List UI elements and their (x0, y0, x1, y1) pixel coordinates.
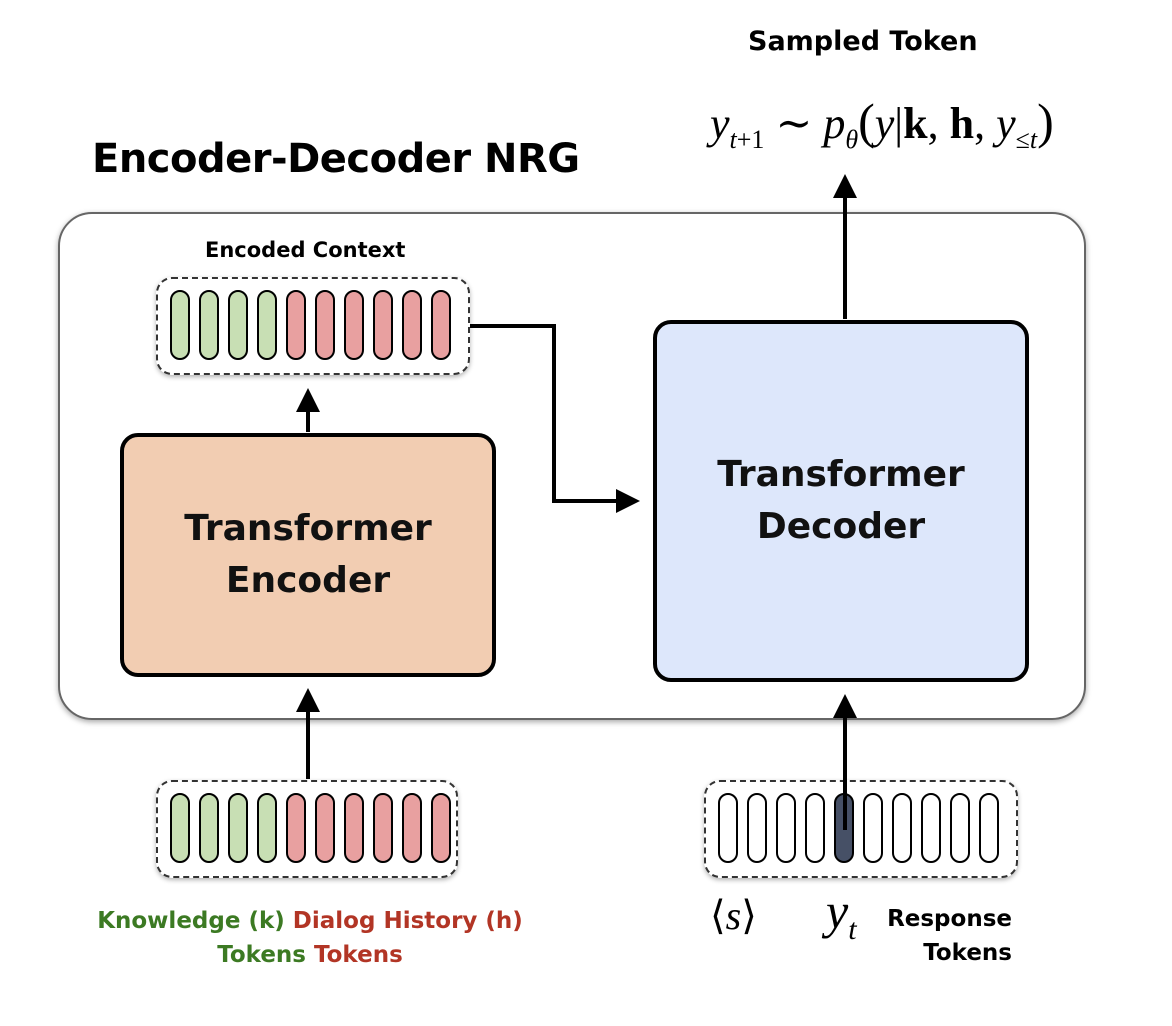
context-token-8 (402, 290, 422, 360)
input-token-6 (344, 793, 364, 863)
context-token-5 (315, 290, 335, 360)
input-tokens (156, 780, 458, 878)
knowledge-tokens-label: Tokens (217, 942, 306, 968)
input-token-3 (257, 793, 277, 863)
response-token-7 (921, 793, 941, 863)
transformer-decoder-label: Transformer Decoder (717, 454, 965, 547)
response-token-1 (747, 793, 767, 863)
encoded-context-tokens (156, 277, 470, 375)
response-token-6 (892, 793, 912, 863)
history-tokens-label: Tokens (314, 942, 403, 968)
input-token-7 (373, 793, 393, 863)
response-token-2 (776, 793, 796, 863)
knowledge-label: Knowledge (k) (97, 908, 285, 934)
transformer-decoder-block: Transformer Decoder (653, 320, 1029, 682)
context-token-6 (344, 290, 364, 360)
input-legend: Knowledge (k) Dialog History (h) Tokens … (80, 904, 540, 972)
history-label: Dialog History (h) (292, 908, 523, 934)
arrow-context-to-decoder (470, 324, 640, 513)
input-token-0 (170, 793, 190, 863)
response-label-line1: Response (887, 906, 1012, 932)
response-label-line2: Tokens (923, 940, 1012, 966)
sampling-formula: yt+1 ∼ pθ(y|k, h, y≤t) (710, 93, 1054, 154)
response-tokens (704, 780, 1018, 878)
transformer-encoder-label: Transformer Encoder (184, 508, 432, 601)
context-token-9 (431, 290, 451, 360)
input-token-8 (402, 793, 422, 863)
context-token-3 (257, 290, 277, 360)
current-token-symbol: yt (826, 883, 857, 946)
context-token-4 (286, 290, 306, 360)
response-token-9 (979, 793, 999, 863)
input-token-9 (431, 793, 451, 863)
diagram-title: Encoder-Decoder NRG (92, 136, 580, 182)
response-token-3 (805, 793, 825, 863)
input-token-2 (228, 793, 248, 863)
response-tokens-label: Response Tokens (880, 902, 1012, 970)
response-token-0 (718, 793, 738, 863)
context-token-0 (170, 290, 190, 360)
sampled-token-heading: Sampled Token (748, 26, 978, 57)
start-token-symbol: ⟨s⟩ (710, 893, 757, 938)
context-token-7 (373, 290, 393, 360)
input-token-4 (286, 793, 306, 863)
context-token-2 (228, 290, 248, 360)
transformer-encoder-block: Transformer Encoder (120, 433, 496, 677)
response-token-8 (950, 793, 970, 863)
context-token-1 (199, 290, 219, 360)
response-token-5 (863, 793, 883, 863)
input-token-5 (315, 793, 335, 863)
encoded-context-label: Encoded Context (205, 238, 406, 262)
input-token-1 (199, 793, 219, 863)
